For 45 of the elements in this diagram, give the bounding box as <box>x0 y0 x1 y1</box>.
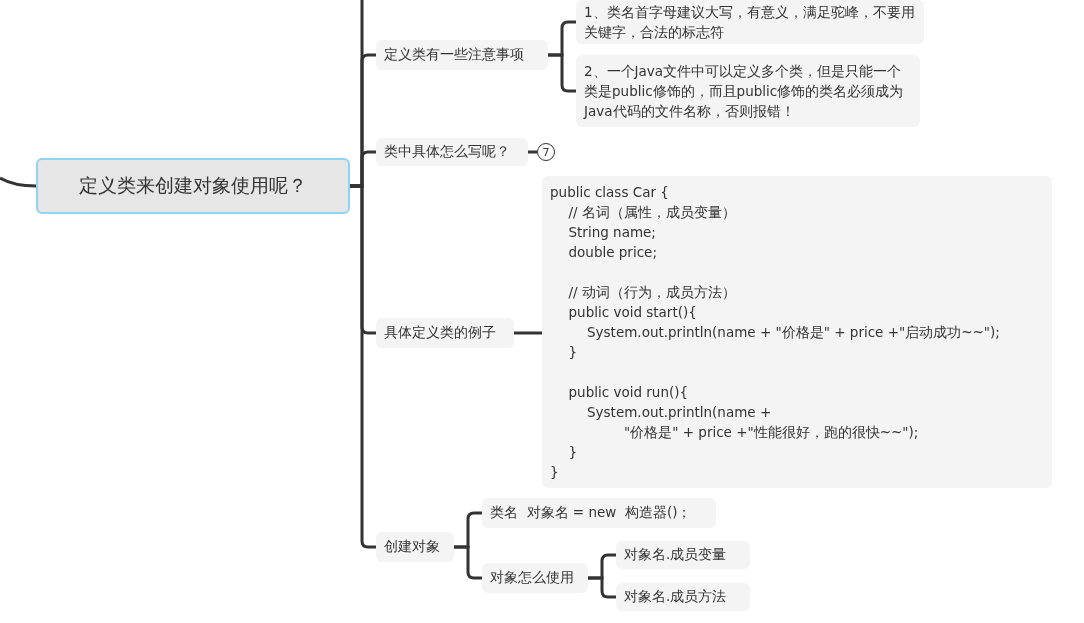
code-line: String name; <box>567 223 656 242</box>
connector-line <box>350 184 376 549</box>
subtopic-box <box>482 498 716 528</box>
connector-line <box>588 576 616 599</box>
connector-line <box>0 176 37 188</box>
code-line: public void start(){ <box>567 303 697 322</box>
code-line: // 动词（行为，成员方法） <box>567 283 736 302</box>
connector-line <box>548 53 576 93</box>
node-text: 类中具体怎么写呢？ <box>384 143 510 161</box>
node-text: 创建对象 <box>384 538 440 556</box>
subtopic-box <box>376 532 454 562</box>
code-line: } <box>550 463 559 482</box>
subtopic-box <box>376 40 548 70</box>
subtopic-box <box>376 138 528 166</box>
subtopic-box <box>616 541 750 569</box>
subtopic-box <box>482 563 588 593</box>
count-number: 7 <box>542 145 550 159</box>
connector-line <box>514 331 542 335</box>
subtopic-box <box>376 318 514 348</box>
node-text: 1、类名首字母建议大写，有意义，满足驼峰，不要用关键字，合法的标志符 <box>584 3 916 42</box>
code-line: "价格是" + price +"性能很好，跑的很快~~"); <box>623 423 919 442</box>
node-text: 2、一个Java文件中可以定义多个类，但是只能一个类是public修饰的，而且public修饰的类名必须成为Java代码的文件名称，否则报错！ <box>584 62 905 121</box>
code-line: double price; <box>567 243 657 262</box>
subtopic-box <box>616 583 750 611</box>
note-box <box>576 55 920 127</box>
node-text: 定义类来创建对象使用呢？ <box>79 173 307 198</box>
node-text: 对象怎么使用 <box>490 569 574 587</box>
node-text: 类名 对象名 = new 构造器()； <box>490 504 692 522</box>
code-line: System.out.println(name + "价格是" + price +"启动成功~~"); <box>586 323 1000 342</box>
code-line: public class Car { <box>550 183 669 202</box>
topic-box <box>36 158 350 214</box>
node-text: 定义类有一些注意事项 <box>384 46 524 64</box>
node-text: 具体定义类的例子 <box>384 324 496 342</box>
connector-line <box>528 150 537 154</box>
count-circle <box>537 143 555 161</box>
code-line: } <box>567 443 578 462</box>
note-box <box>576 0 924 44</box>
code-block <box>542 176 1052 488</box>
code-line: // 名词（属性，成员变量） <box>567 203 736 222</box>
connector-line <box>454 545 482 580</box>
node-text: 对象名.成员变量 <box>624 546 727 564</box>
node-text: 对象名.成员方法 <box>624 588 727 606</box>
code-line: } <box>567 343 578 362</box>
code-line: public void run(){ <box>567 383 689 402</box>
code-line: System.out.println(name + <box>586 403 772 422</box>
